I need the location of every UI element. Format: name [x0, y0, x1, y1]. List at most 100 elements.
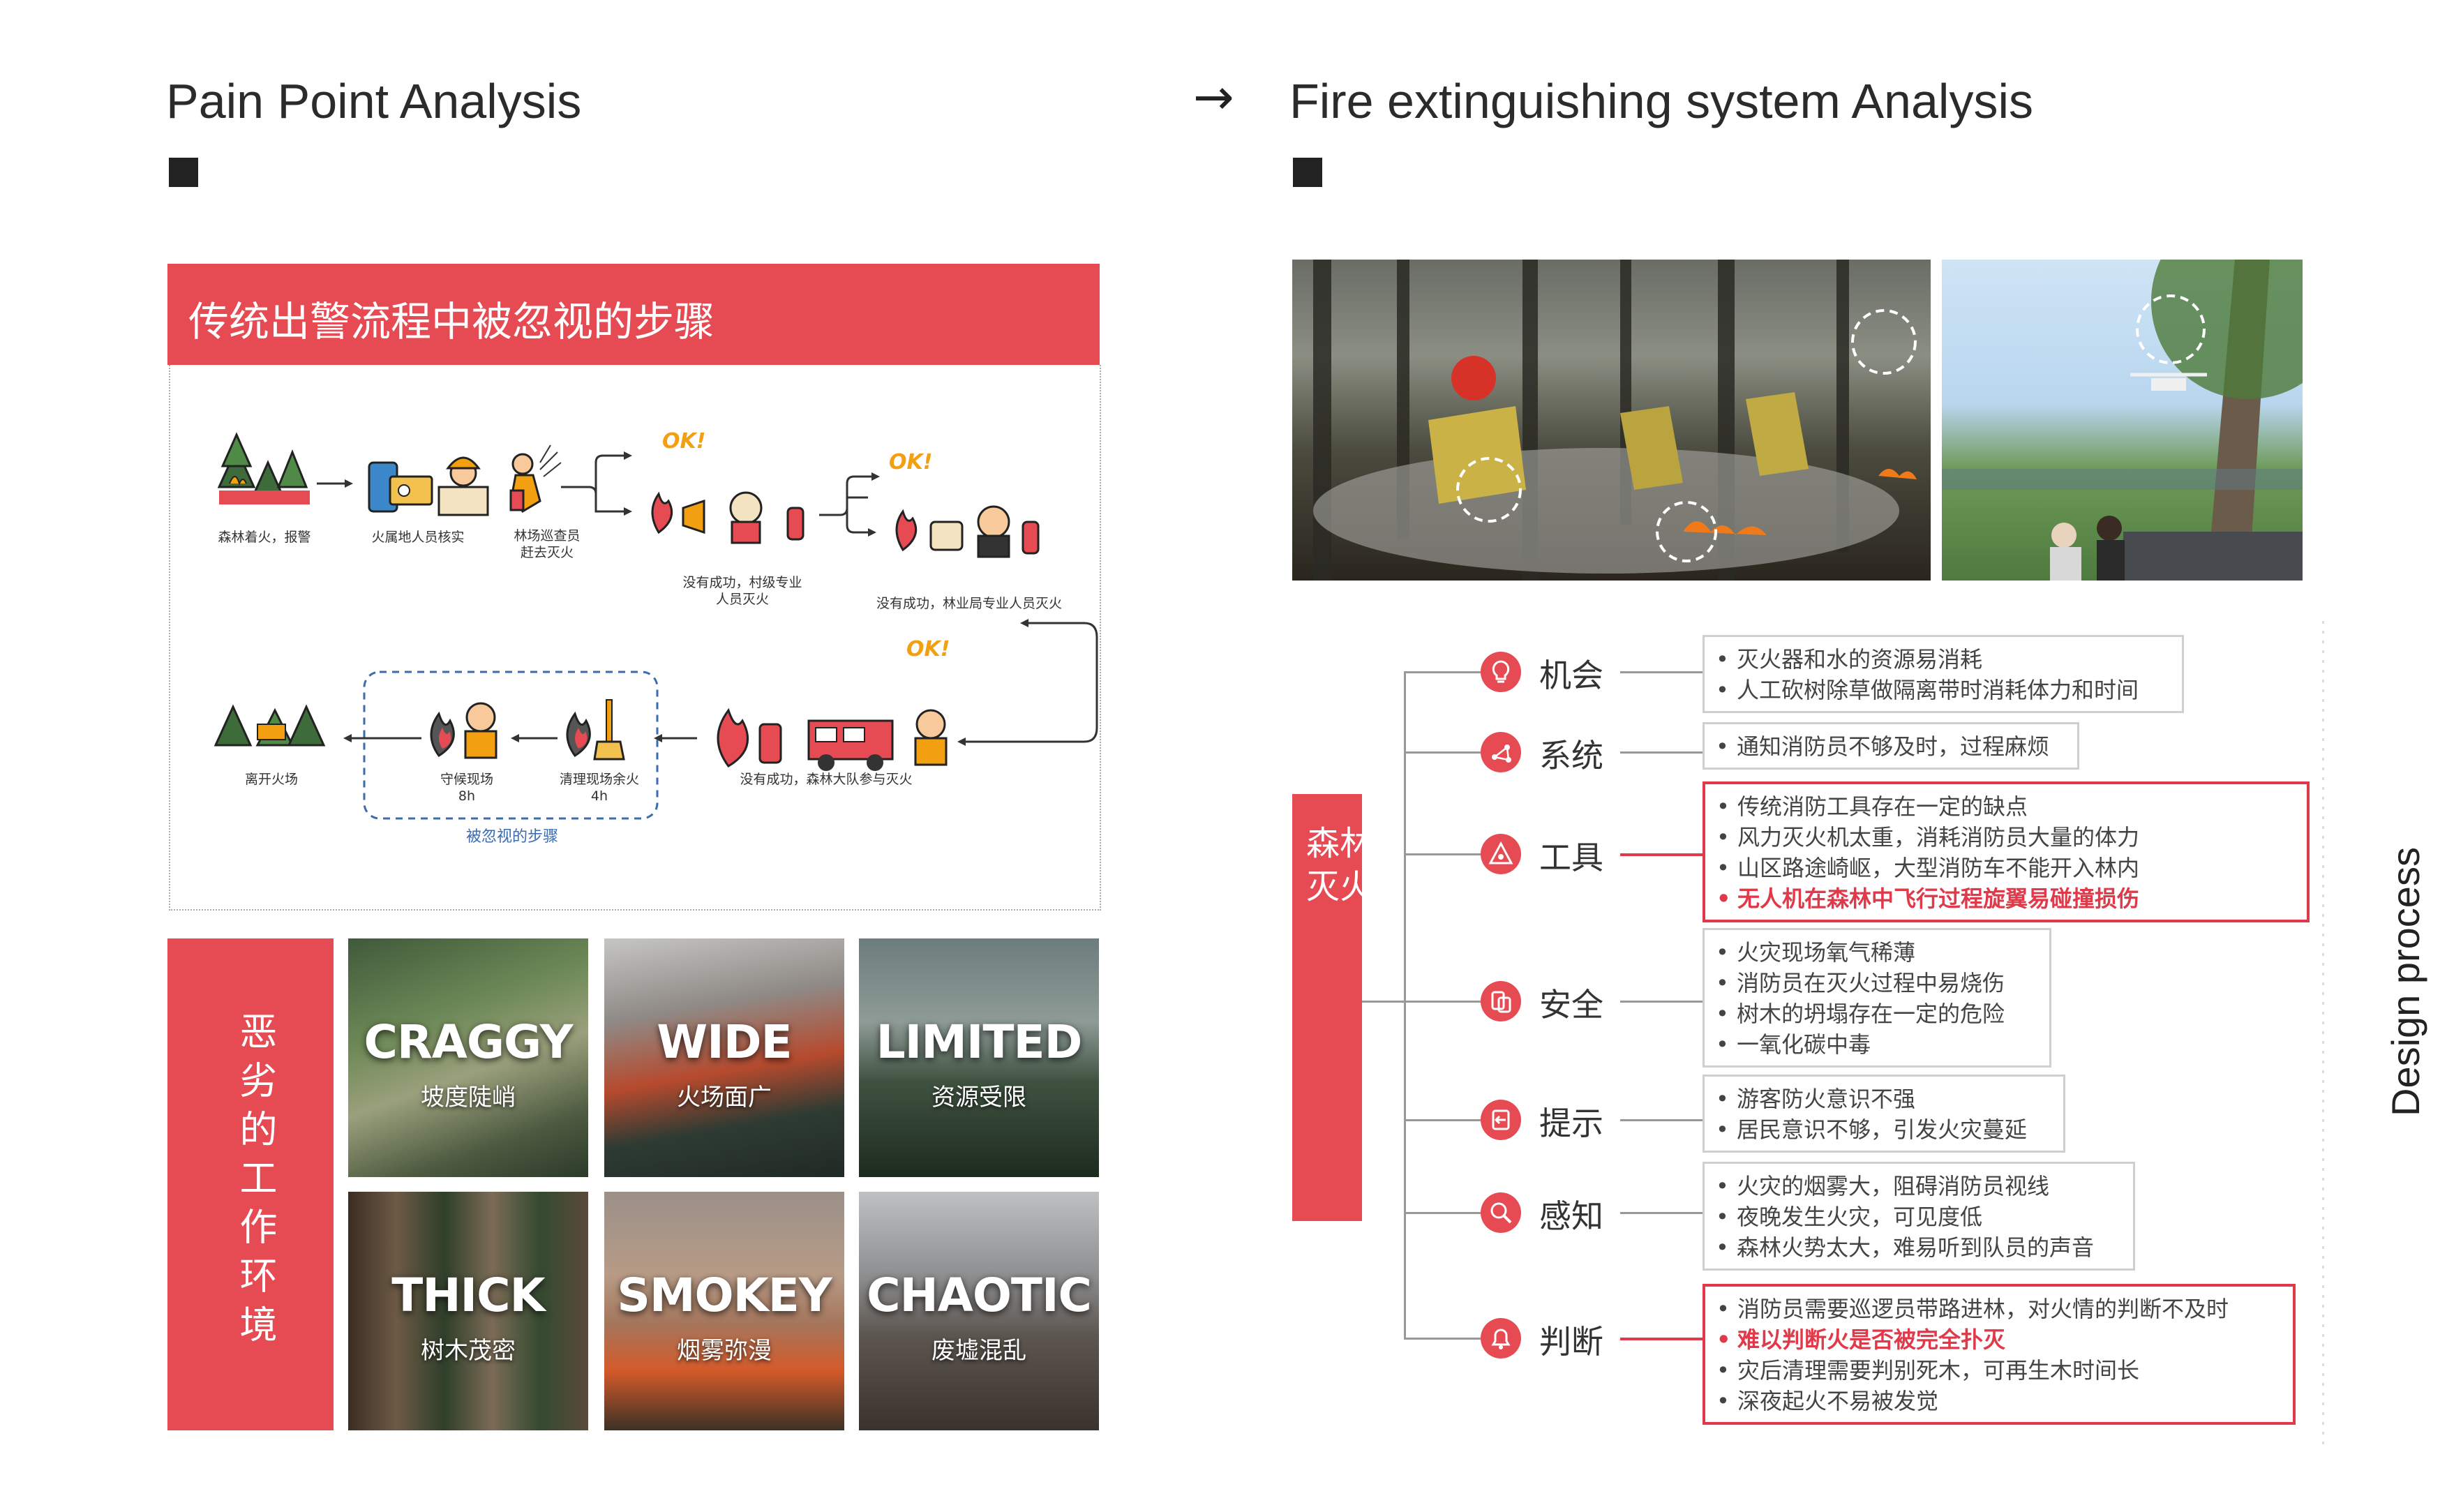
bullet-item: • 通知消防员不够及时，过程麻烦 [1716, 731, 2066, 762]
bullet-dot: • [1716, 1086, 1729, 1112]
problem-bullet-box: •火灾的烟雾大，阻碍消防员视线•夜晚发生火灾，可见度低•森林火势太大，难易听到队… [1703, 1162, 2135, 1271]
bullet-dot: • [1716, 677, 1729, 703]
bulb-icon [1481, 652, 1521, 692]
bullet-text: 传统消防工具存在一定的缺点 [1737, 793, 2028, 820]
bullet-dot: • [1716, 646, 1729, 673]
tile-smokey: SMOKEY 烟雾弥漫 [604, 1192, 844, 1430]
bullet-item: •森林火势太大，难易听到队员的声音 [1716, 1232, 2122, 1263]
firefighters-photo [1292, 260, 1931, 581]
root-problem-label: 森林火灾 灭火问题 [1306, 824, 1441, 906]
tile-limited-cn: 资源受限 [931, 1084, 1026, 1111]
tile-limited-en: LIMITED [876, 1015, 1083, 1069]
box-connector [1620, 1338, 1703, 1340]
village-fire-icons [651, 491, 805, 544]
box-connector [1620, 1212, 1703, 1214]
tile-wide-cn: 火场面广 [677, 1084, 772, 1111]
ignored-steps-caption: 被忽视的步骤 [465, 828, 558, 846]
node-label: 机会 [1539, 657, 1603, 694]
bullet-dot: • [1716, 1296, 1730, 1322]
search-icon [1481, 1192, 1521, 1233]
problem-bullet-box: • 灭火器和水的资源易消耗 • 人工砍树除草做隔离带时消耗体力和时间 [1703, 635, 2184, 713]
phone-id-icon [368, 461, 433, 513]
node-label: 感知 [1539, 1197, 1603, 1235]
bullet-dot: • [1716, 1326, 1731, 1353]
guard-icons [430, 702, 497, 759]
tile-chaotic-cn: 废墟混乱 [931, 1337, 1026, 1365]
node-label: 判断 [1539, 1323, 1603, 1361]
brigade-icons [717, 708, 948, 771]
tile-thick-cn: 树木茂密 [421, 1337, 516, 1365]
drone-icon [2130, 373, 2207, 391]
bullet-dot: • [1716, 733, 1729, 760]
bullet-item: •深夜起火不易被发觉 [1716, 1386, 2282, 1416]
branch-line [1404, 1338, 1481, 1340]
branch-line [1404, 1212, 1481, 1214]
bullet-dot: • [1716, 1031, 1729, 1058]
connector-root [1362, 1001, 1404, 1003]
problem-bullet-box: •消防员需要巡逻员带路进林，对火情的判断不及时•难以判断火是否被完全扑灭•灾后清… [1703, 1284, 2296, 1425]
title-square-marker-2 [1293, 158, 1322, 187]
box-connector [1620, 1119, 1703, 1121]
cleanup-icons [566, 699, 625, 761]
bullet-item: • 风力灭火机太重，消耗消防员大量的体力 [1716, 822, 2296, 853]
ok-label-3: OK! [906, 637, 950, 661]
bullet-text: 深夜起火不易被发觉 [1737, 1388, 1939, 1414]
fire-system-title: Fire extinguishing system Analysis [1289, 74, 2033, 128]
bullet-item: • 火灾现场氧气稀薄 [1716, 937, 2038, 968]
tile-smokey-cn: 烟雾弥漫 [677, 1337, 772, 1365]
bullet-item: •无人机在森林中飞行过程旋翼易碰撞损伤 [1716, 883, 2296, 914]
box-connector [1620, 751, 1703, 754]
bullet-dot: • [1716, 855, 1730, 881]
step-guard: 守候现场 8h [440, 772, 493, 804]
bullet-text: 居民意识不够，引发火灾蔓延 [1737, 1116, 2028, 1143]
bullet-item: •消防员在灭火过程中易烧伤 [1716, 968, 2038, 998]
bullet-item: •灾后清理需要判别死木，可再生木时间长 [1716, 1355, 2282, 1386]
problem-bullet-box: •火灾现场氧气稀薄•消防员在灭火过程中易烧伤•树木的坍塌存在一定的危险•一氧化碳… [1703, 928, 2051, 1068]
bullet-text: 夜晚发生火灾，可见度低 [1737, 1204, 1983, 1230]
bullet-text: 无人机在森林中飞行过程旋翼易碰撞损伤 [1737, 885, 2140, 912]
bullet-text: 火灾现场氧气稀薄 [1737, 939, 1916, 966]
bullet-item: •夜晚发生火灾，可见度低 [1716, 1202, 2122, 1232]
bullet-item: •一氧化碳中毒 [1716, 1029, 2038, 1060]
design-process-label: Design process [2384, 847, 2427, 1116]
banner-title: 传统出警流程中被忽视的步骤 [188, 298, 715, 345]
bullet-dot: • [1716, 1001, 1729, 1027]
tile-thick: THICK 树木茂密 [348, 1192, 588, 1430]
step-verify: 火属地人员核实 [371, 530, 465, 545]
bullet-text: 灾后清理需要判别死木，可再生木时间长 [1737, 1357, 2140, 1384]
section-arrow: → [1193, 68, 1234, 126]
harsh-environment-label: 恶劣的工作环境 [233, 1012, 277, 1354]
problem-bullet-box: • 通知消防员不够及时，过程麻烦 [1703, 722, 2079, 770]
step-bureau: 没有成功，林业局专业人员灭火 [876, 596, 1062, 611]
node-label: 安全 [1539, 986, 1603, 1024]
side-dotted-line [2322, 621, 2324, 1444]
ok-label-2: OK! [889, 450, 933, 474]
ok-label-1: OK! [662, 429, 706, 454]
bullet-dot: • [1716, 1234, 1729, 1261]
step-fire-report: 森林着火，报警 [218, 530, 311, 545]
bullet-text: 山区路途崎岖，大型消防车不能开入林内 [1737, 855, 2140, 881]
box-connector [1620, 853, 1703, 856]
network-icon [1481, 732, 1521, 772]
bullet-dot: • [1716, 824, 1730, 851]
tile-wide: WIDE 火场面广 [604, 938, 844, 1177]
running-firefighter-icon [509, 444, 562, 514]
bullet-item: •火灾的烟雾大，阻碍消防员视线 [1716, 1171, 2122, 1202]
bullet-text: 人工砍树除草做隔离带时消耗体力和时间 [1737, 677, 2139, 703]
bullet-dot: • [1716, 885, 1731, 912]
forestry-bureau-icons [895, 505, 1040, 558]
forest-fire-icon [217, 432, 310, 504]
ignored-steps-banner: 传统出警流程中被忽视的步骤 [167, 264, 1100, 365]
bullet-item: • 山区路途崎岖，大型消防车不能开入林内 [1716, 853, 2296, 883]
root-problem-label-panel: 森林火灾 灭火问题 [1292, 794, 1440, 1221]
bullet-text: 风力灭火机太重，消耗消防员大量的体力 [1737, 824, 2140, 851]
shield-icon [1481, 981, 1521, 1021]
drone-photo-art [1942, 260, 2303, 581]
bullet-text: 通知消防员不够及时，过程麻烦 [1737, 733, 2050, 760]
step-village: 没有成功，村级专业 人员灭火 [682, 575, 802, 607]
bullet-dot: • [1716, 1116, 1729, 1143]
bullet-text: 灭火器和水的资源易消耗 [1737, 646, 1983, 673]
node-label: 工具 [1539, 839, 1603, 876]
bullet-dot: • [1716, 939, 1729, 966]
worker-map-icon [437, 456, 489, 516]
